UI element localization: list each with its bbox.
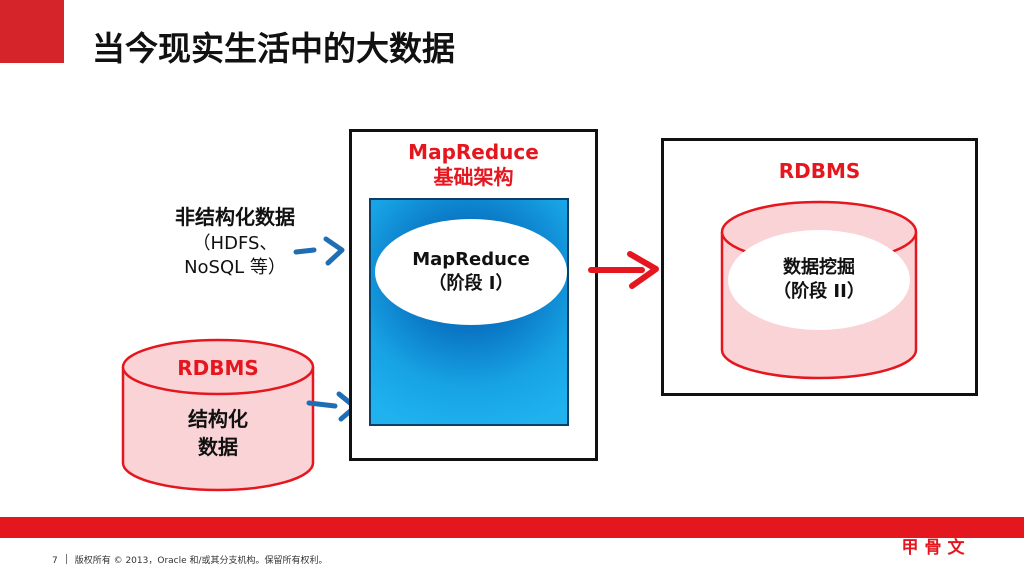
- copyright-text: 版权所有 © 2013，Oracle 和/或其分支机构。保留所有权利。: [74, 556, 328, 566]
- unstructured-data-label: 非结构化数据: [150, 204, 320, 230]
- mapreduce-title-line2: 基础架构: [433, 165, 514, 189]
- arrow-unstructured-to-mapreduce: [293, 236, 345, 266]
- footer-separator: [65, 554, 67, 564]
- arrow-mapreduce-to-rdbms: [588, 251, 659, 289]
- rdbms-source-text: 结构化 数据: [150, 405, 286, 461]
- rdbms-target-label: RDBMS: [778, 159, 861, 183]
- unstructured-line1: 非结构化数据: [175, 205, 295, 229]
- page-number: 7: [52, 556, 58, 566]
- corner-accent: [0, 0, 64, 63]
- mapreduce-title-line1: MapReduce: [408, 140, 539, 164]
- rdbms-source-cylinder: [121, 338, 315, 492]
- footer-text: 7 版权所有 © 2013，Oracle 和/或其分支机构。保留所有权利。: [52, 553, 328, 566]
- footer-bar: [0, 517, 1024, 538]
- unstructured-line3: NoSQL 等）: [184, 257, 286, 278]
- oracle-logo-cn-text: 甲骨文: [901, 538, 971, 558]
- rdbms-source-line1: 结构化: [188, 407, 248, 431]
- unstructured-data-sublabel: （HDFS、 NoSQL 等）: [160, 232, 310, 280]
- unstructured-line2: （HDFS、: [192, 233, 278, 254]
- mapreduce-phase1-line1: MapReduce: [412, 249, 530, 270]
- data-mining-ellipse: 数据挖掘 （阶段 II）: [728, 230, 910, 330]
- data-mining-line1: 数据挖掘: [783, 257, 855, 278]
- oracle-logo-text: ORACLE: [901, 520, 971, 537]
- rdbms-source-label: RDBMS: [177, 356, 259, 380]
- mapreduce-phase1-line2: （阶段 I）: [428, 273, 514, 294]
- mapreduce-phase1-ellipse: MapReduce （阶段 I）: [375, 219, 567, 325]
- data-mining-line2: （阶段 II）: [773, 281, 865, 302]
- mapreduce-infrastructure-title: MapReduce 基础架构: [349, 140, 598, 190]
- slide-title: 当今现实生活中的大数据: [92, 29, 455, 68]
- oracle-logo: ORACLE 甲骨文: [896, 520, 976, 559]
- rdbms-source-line2: 数据: [198, 435, 238, 459]
